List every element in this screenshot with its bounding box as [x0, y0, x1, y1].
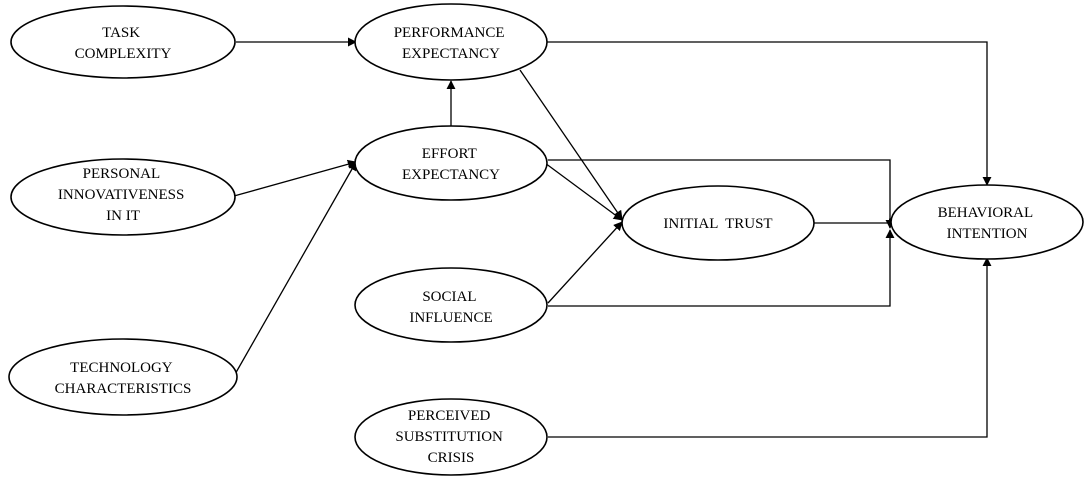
svg-text:PERSONAL INNOVATIVENESS: PERSONAL INNOVATIVENESS IN IT: [58, 166, 188, 224]
node-performance-expectancy: PERFORMANCE EXPECTANCY: [354, 3, 548, 81]
personal-innovativeness-line-2: INNOVATIVENESS: [58, 187, 184, 203]
technology-characteristics-line-1: TECHNOLOGY: [70, 360, 173, 376]
behavioral-intention-line-2: INTENTION: [947, 226, 1028, 242]
perceived-substitution-crisis-line-2: SUBSTITUTION: [395, 429, 503, 445]
svg-text:BEHAVIORAL INTENTION: BEHAVIORAL INTENTION: [938, 205, 1037, 242]
edge-personal-innovativeness-to-effort-expectancy: [233, 159, 357, 197]
perceived-substitution-crisis-line-3: CRISIS: [428, 450, 475, 466]
edge-effort-expectancy-to-initial-trust: [544, 162, 623, 221]
edges: [233, 37, 992, 438]
personal-innovativeness-line-1: PERSONAL: [83, 166, 160, 182]
effort-expectancy-line-2: EXPECTANCY: [402, 167, 500, 183]
initial-trust-label: INITIAL TRUST: [663, 216, 772, 232]
node-perceived-substitution-crisis: PERCEIVED SUBSTITUTION CRISIS: [354, 398, 548, 476]
behavioral-intention-line-1: BEHAVIORAL: [938, 205, 1033, 221]
svg-text:INITIAL TRUST: INITIAL TRUST: [663, 216, 772, 232]
edge-social-influence-to-behavioral-intention: [548, 229, 895, 307]
edge-performance-expectancy-to-initial-trust: [519, 69, 623, 220]
svg-text:TECHNOLOGY CHARACTERISTI: TECHNOLOGY CHARACTERISTICS: [55, 360, 192, 397]
social-influence-line-1: SOCIAL: [422, 289, 476, 305]
node-personal-innovativeness: PERSONAL INNOVATIVENESS IN IT: [10, 158, 236, 236]
effort-expectancy-line-1: EFFORT: [422, 146, 477, 162]
edge-effort-expectancy-to-behavioral-intention: [548, 159, 895, 229]
node-technology-characteristics: TECHNOLOGY CHARACTERISTICS: [8, 338, 238, 416]
svg-text:PERFORMANCE EXPECTANCY: PERFORMANCE EXPECTANCY: [394, 25, 509, 62]
node-effort-expectancy: EFFORT EXPECTANCY: [354, 125, 548, 201]
perceived-substitution-crisis-line-1: PERCEIVED: [408, 408, 491, 424]
social-influence-line-2: INFLUENCE: [409, 310, 492, 326]
node-behavioral-intention: BEHAVIORAL INTENTION: [890, 184, 1084, 260]
edge-performance-expectancy-to-behavioral-intention: [545, 41, 992, 186]
technology-characteristics-line-2: CHARACTERISTICS: [55, 381, 192, 397]
task-complexity-line-1: TASK: [102, 25, 140, 41]
performance-expectancy-line-1: PERFORMANCE: [394, 25, 505, 41]
edge-social-influence-to-initial-trust: [547, 221, 623, 304]
performance-expectancy-line-2: EXPECTANCY: [402, 46, 500, 62]
node-task-complexity: TASK COMPLEXITY: [10, 5, 236, 79]
svg-text:EFFORT EXPECTANCY: EFFORT EXPECTANCY: [402, 146, 500, 183]
svg-text:PERCEIVED SUBSTITUTION: PERCEIVED SUBSTITUTION CRISIS: [395, 408, 506, 466]
node-social-influence: SOCIAL INFLUENCE: [354, 267, 548, 343]
node-initial-trust: INITIAL TRUST: [621, 185, 815, 261]
svg-text:TASK COMPLEXITY: TASK COMPLEXITY: [75, 25, 172, 62]
edge-technology-characteristics-to-effort-expectancy: [233, 161, 357, 377]
personal-innovativeness-line-3: IN IT: [106, 208, 140, 224]
edge-perceived-substitution-crisis-to-behavioral-intention: [548, 257, 992, 438]
svg-text:SOCIAL INFLUENCE: SOCIAL INFLUENCE: [409, 289, 492, 326]
task-complexity-line-2: COMPLEXITY: [75, 46, 172, 62]
